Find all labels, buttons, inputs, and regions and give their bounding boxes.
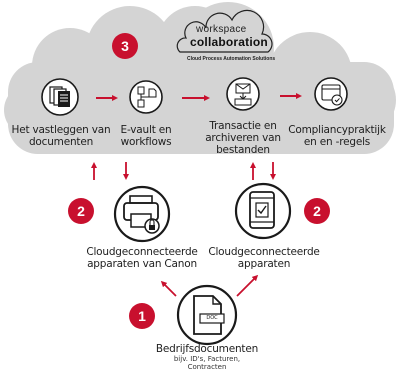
step-icon-archive bbox=[226, 77, 260, 111]
device-icon-printer bbox=[113, 185, 171, 243]
flow-arrows-cloud bbox=[96, 93, 302, 101]
source-subtitle-line-1: bijv. ID's, Facturen, bbox=[173, 355, 241, 363]
step-icon-workflow bbox=[129, 80, 163, 114]
step-label-archive: Transactie en archiveren van bestanden bbox=[196, 120, 290, 156]
step-label-archive-line-1: Transactie en bbox=[209, 120, 277, 132]
badge-step-3: 3 bbox=[112, 33, 138, 59]
device-label-canon: Cloudgeconnecteerde apparaten van Canon bbox=[76, 246, 208, 270]
badge-step-2-right: 2 bbox=[304, 198, 330, 224]
step-icon-capture bbox=[41, 78, 79, 116]
step-label-workflow-line-2: workflows bbox=[120, 136, 172, 148]
step-label-capture-line-1: Het vastleggen van bbox=[11, 124, 111, 136]
device-icon-mobile bbox=[234, 182, 292, 240]
step-label-workflow-line-1: E-vault en bbox=[120, 124, 172, 136]
step-label-capture-line-2: documenten bbox=[28, 136, 94, 148]
doc-tag: DOC bbox=[206, 315, 218, 321]
logo-text-collaboration: collaboration bbox=[190, 35, 268, 49]
badge-step-2-left: 2 bbox=[68, 198, 94, 224]
flow-arrows-source bbox=[160, 274, 259, 297]
source-title: Bedrijfsdocumenten bbox=[155, 343, 259, 355]
step-label-capture: Het vastleggen van documenten bbox=[0, 124, 122, 148]
logo-tagline: Cloud Process Automation Solutions bbox=[187, 56, 276, 62]
source-icon-document bbox=[176, 284, 238, 346]
flow-arrows-vertical bbox=[91, 162, 276, 180]
step-label-compliance-line-2: en en -regels bbox=[303, 136, 371, 148]
logo-text-workspace: workspace bbox=[196, 24, 247, 35]
source-subtitle: bijv. ID's, Facturen, Contracten bbox=[150, 355, 264, 371]
step-icon-compliance bbox=[314, 77, 348, 111]
step-label-compliance-line-1: Compliancypraktijk bbox=[288, 124, 386, 136]
device-label-canon-line-2: apparaten van Canon bbox=[87, 258, 197, 270]
source-subtitle-line-2: Contracten bbox=[187, 363, 227, 371]
device-label-generic: Cloudgeconnecteerde apparaten bbox=[202, 246, 326, 270]
device-label-canon-line-1: Cloudgeconnecteerde bbox=[86, 246, 198, 258]
step-label-compliance: Compliancypraktijk en en -regels bbox=[280, 124, 394, 148]
badge-step-1: 1 bbox=[129, 303, 155, 329]
logo-cloud-icon bbox=[176, 9, 273, 53]
step-label-archive-line-2: archiveren van bbox=[205, 132, 281, 144]
step-label-archive-line-3: bestanden bbox=[216, 144, 270, 156]
device-label-generic-line-1: Cloudgeconnecteerde bbox=[208, 246, 320, 258]
step-label-workflow: E-vault en workflows bbox=[110, 124, 182, 148]
device-label-generic-line-2: apparaten bbox=[237, 258, 291, 270]
